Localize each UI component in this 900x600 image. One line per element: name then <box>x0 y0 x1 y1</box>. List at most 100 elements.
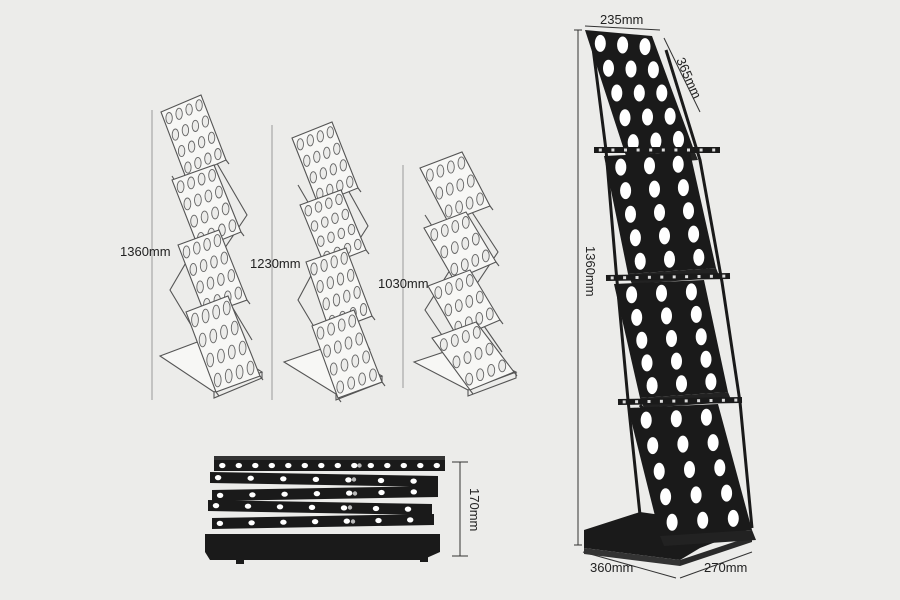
panel-hole <box>466 174 475 188</box>
panel-hole <box>487 363 496 377</box>
panel-hole <box>454 299 463 312</box>
panel-lip <box>381 381 386 387</box>
panel-hole <box>329 362 338 376</box>
black-panel-hole <box>641 354 653 372</box>
black-panel-hole <box>695 328 707 346</box>
panel-hole <box>337 318 346 332</box>
panel-hole <box>472 326 481 339</box>
folded-foot <box>236 558 244 564</box>
panel-hole <box>191 312 199 328</box>
black-panel-hole <box>656 284 667 302</box>
panel-hole <box>440 224 449 237</box>
panel-hole <box>221 202 230 216</box>
folded-hole <box>249 492 256 498</box>
panel-hole <box>450 241 459 254</box>
panel-lip <box>357 187 362 193</box>
folded-layer <box>208 500 432 515</box>
black-cross-rail <box>605 273 731 281</box>
panel-hole <box>341 208 350 221</box>
folded-hole <box>216 492 224 498</box>
panel-hole <box>439 338 448 351</box>
panel-hole <box>327 322 335 336</box>
black-rail-slot <box>697 399 701 403</box>
black-panel-hole <box>661 307 672 325</box>
black-panel-hole <box>656 84 668 102</box>
panel-hole <box>316 279 324 293</box>
panel-hole <box>204 189 213 203</box>
folded-base <box>205 534 440 560</box>
black-rail-slot <box>712 148 716 152</box>
panel-hole <box>171 128 180 141</box>
panel-hole <box>327 231 335 243</box>
black-rail-slot <box>722 274 726 278</box>
outline-rack-tall: 1360mm <box>120 94 264 400</box>
panel-hole <box>461 330 470 343</box>
black-cross-rail <box>617 397 743 405</box>
panel-hole <box>235 364 244 380</box>
black-panel-hole <box>629 229 641 247</box>
black-panel-hole <box>690 305 702 323</box>
panel-hole <box>184 161 192 174</box>
panel-hole <box>485 307 494 321</box>
black-rail-slot <box>635 276 639 279</box>
black-panel-hole <box>653 462 665 480</box>
panel-hole <box>194 193 202 207</box>
panel-hole <box>476 368 485 382</box>
panel-hole <box>213 234 222 248</box>
black-panel-hole <box>664 250 675 268</box>
panel-hole <box>434 286 443 299</box>
panel-hole <box>471 232 480 246</box>
panel-hole <box>440 245 449 259</box>
panel-lip <box>259 375 264 381</box>
panel-hole <box>313 150 321 163</box>
black-panel-hole <box>646 377 658 395</box>
shelf-panel <box>423 211 497 281</box>
panel-hole <box>196 280 204 294</box>
panel-hole <box>317 235 325 247</box>
black-panel-hole <box>693 248 705 266</box>
panel-hole <box>185 103 193 116</box>
folded-hole <box>248 520 255 526</box>
folded-hole <box>384 462 391 469</box>
black-panel-hole <box>684 461 695 478</box>
black-rail-slot <box>647 400 651 403</box>
panel-hole <box>329 163 337 176</box>
panel-hole <box>309 171 317 184</box>
black-panel-hole <box>640 411 652 429</box>
panel-hole <box>319 167 327 180</box>
panel-hole <box>246 360 255 376</box>
folded-hole <box>281 491 288 497</box>
folded-hole <box>400 462 407 469</box>
folded-hole <box>433 462 440 469</box>
folded-hole <box>334 462 341 469</box>
base-depth-label: 270mm <box>704 560 747 575</box>
black-base-edge <box>680 536 752 566</box>
panel-hole <box>296 138 304 151</box>
panel-hole <box>475 290 484 304</box>
panel-hole <box>203 237 211 251</box>
panel-lip <box>365 249 370 255</box>
folded-hole <box>417 462 424 469</box>
panel-hole <box>369 368 377 382</box>
panel-hole <box>430 228 439 241</box>
black-rail-slot <box>672 275 676 279</box>
panel-hole <box>204 152 212 165</box>
panel-hole <box>333 142 341 155</box>
folded-hole <box>311 519 319 525</box>
panel-hole <box>165 112 173 125</box>
panel-hole <box>426 168 434 182</box>
panel-hole <box>359 303 368 316</box>
panel-hole <box>303 154 311 167</box>
folded-hole <box>351 462 358 469</box>
black-panel-hole <box>700 408 712 426</box>
folded-hole <box>280 519 287 525</box>
black-frame-rod <box>590 39 642 516</box>
black-panel-hole <box>647 61 659 79</box>
panel-hole <box>337 227 346 240</box>
black-rail-slot <box>623 276 627 280</box>
panel-hole <box>201 115 210 128</box>
folded-rivet <box>357 463 362 468</box>
folded-hole <box>378 489 385 496</box>
panel-hole <box>485 342 494 356</box>
black-panel-hole <box>676 375 687 393</box>
